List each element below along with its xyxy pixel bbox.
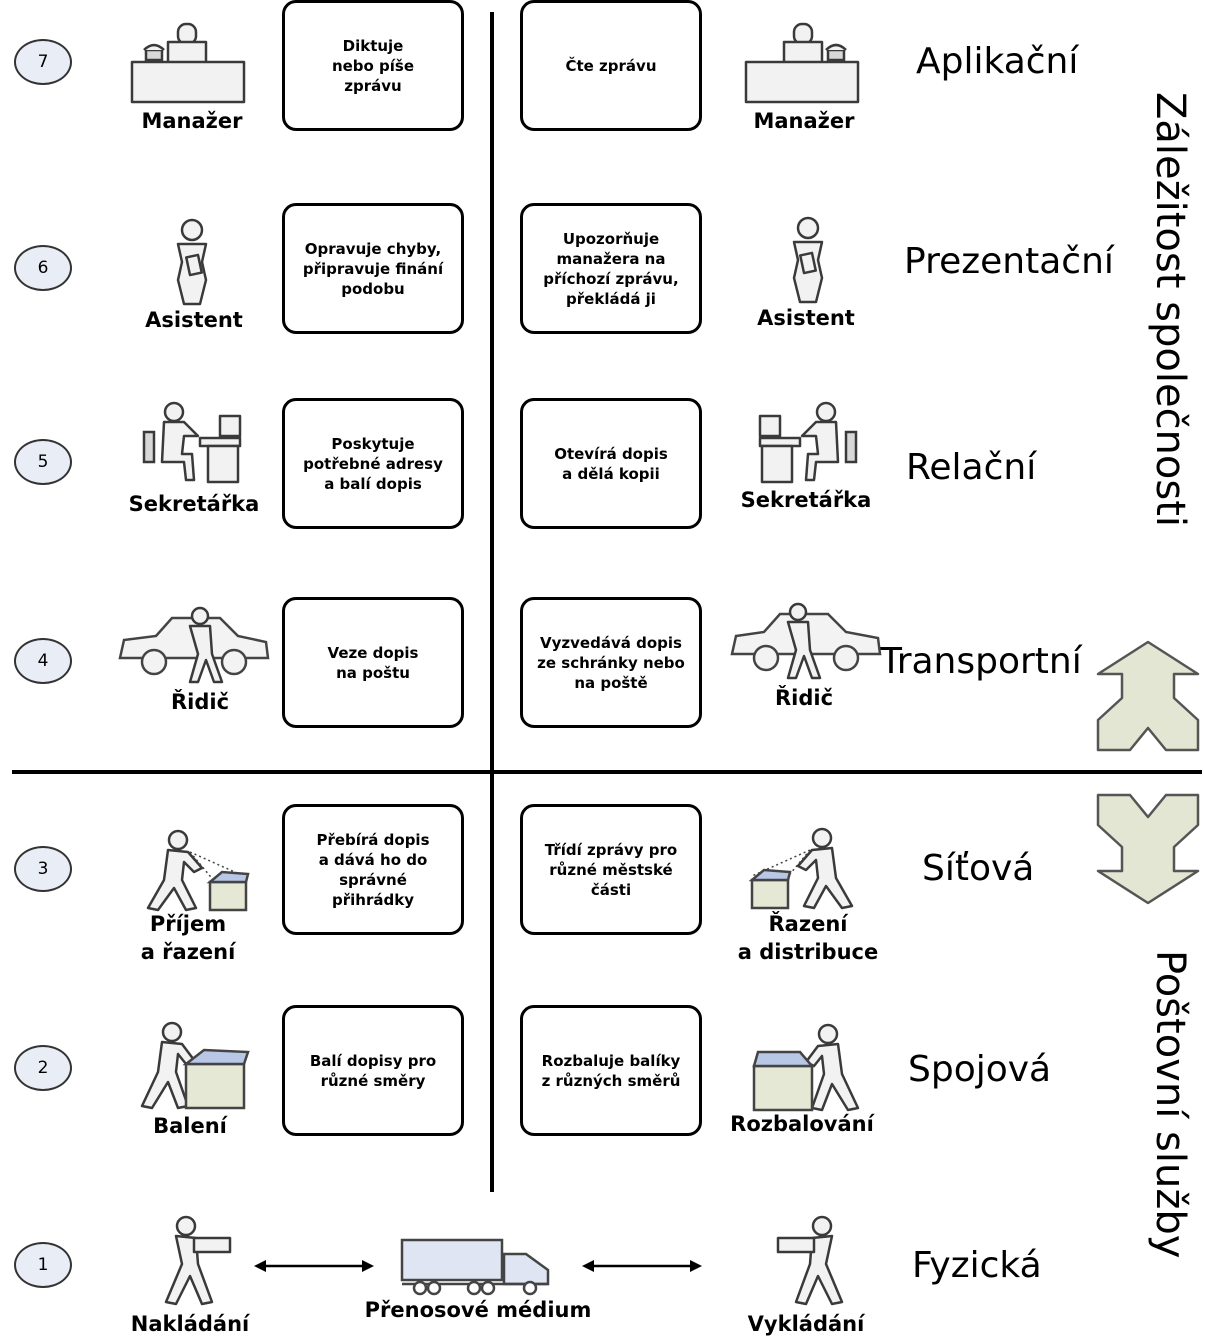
layer-number-3: 3 <box>14 846 72 892</box>
layer-name-3: Síťová <box>922 848 1035 889</box>
layer-name-2: Spojová <box>908 1049 1052 1090</box>
right-box-layer-3: Třídí zprávy pro různé městské části <box>520 804 702 935</box>
layer-number-5: 5 <box>14 439 72 485</box>
right-box-layer-4: Vyzvedává dopis ze schránky nebo na pošt… <box>520 597 702 728</box>
left-role-4: Řidič <box>170 690 230 714</box>
layer-name-7: Aplikační <box>916 41 1079 82</box>
left-double-arrow-icon <box>254 1260 374 1272</box>
left-box-layer-2: Balí dopisy pro různé směry <box>282 1005 464 1136</box>
layer-number-7: 7 <box>14 39 72 85</box>
transmission-medium-label: Přenosové médium <box>364 1298 592 1322</box>
right-role-3: Řazení a distribuce <box>737 912 879 964</box>
down-arrow-icon <box>1096 793 1200 905</box>
layer-name-5: Relační <box>906 447 1037 488</box>
side-label-upper: Záležitost společnosti <box>1147 92 1193 528</box>
right-role-4: Řidič <box>774 686 834 710</box>
left-role-7: Manažer <box>141 109 243 133</box>
truck-icon <box>400 1238 550 1296</box>
left-box-layer-6: Opravuje chyby, připravuje finání podobu <box>282 203 464 334</box>
side-label-lower: Poštovní služby <box>1147 950 1193 1259</box>
assistant-icon <box>176 218 208 306</box>
desk-phone-icon <box>744 22 860 104</box>
loading-worker-icon <box>164 1215 232 1306</box>
secretary-computer-icon <box>142 401 242 484</box>
right-box-layer-7: Čte zprávu <box>520 0 702 131</box>
left-box-layer-3: Přebírá dopis a dává ho do správné přihr… <box>282 804 464 935</box>
left-role-3: Příjem a řazení <box>140 912 236 964</box>
left-role-1: Nakládání <box>130 1312 250 1336</box>
secretary-computer-icon <box>758 401 858 484</box>
left-box-layer-4: Veze dopis na poštu <box>282 597 464 728</box>
loading-worker-icon <box>776 1215 844 1306</box>
layer-name-4: Transportní <box>880 641 1082 682</box>
car-driver-icon <box>118 606 270 684</box>
assistant-icon <box>792 216 824 304</box>
left-role-6: Asistent <box>145 308 243 332</box>
layer-name-6: Prezentační <box>904 241 1114 282</box>
right-box-layer-5: Otevírá dopis a dělá kopii <box>520 398 702 529</box>
packing-worker-icon <box>752 1023 860 1112</box>
left-role-5: Sekretářka <box>128 492 260 516</box>
right-role-2: Rozbalování <box>730 1112 874 1136</box>
car-driver-icon <box>730 602 882 680</box>
right-role-5: Sekretářka <box>740 488 872 512</box>
right-double-arrow-icon <box>582 1260 702 1272</box>
sorting-worker-icon <box>146 829 250 912</box>
right-role-7: Manažer <box>753 109 855 133</box>
layer-number-2: 2 <box>14 1045 72 1091</box>
packing-worker-icon <box>140 1021 250 1110</box>
desk-phone-icon <box>130 22 246 104</box>
layer-number-6: 6 <box>14 245 72 291</box>
right-role-6: Asistent <box>757 306 855 330</box>
left-box-layer-7: Diktuje nebo píše zprávu <box>282 0 464 131</box>
up-arrow-icon <box>1096 640 1200 752</box>
right-role-1: Vykládání <box>747 1312 865 1336</box>
layer-name-1: Fyzická <box>912 1245 1042 1286</box>
horizontal-divider <box>12 770 1202 774</box>
right-box-layer-2: Rozbaluje balíky z různých směrů <box>520 1005 702 1136</box>
layer-number-1: 1 <box>14 1242 72 1288</box>
left-box-layer-5: Poskytuje potřebné adresy a balí dopis <box>282 398 464 529</box>
vertical-divider <box>490 12 494 1192</box>
sorting-worker-icon <box>748 827 854 910</box>
left-role-2: Balení <box>153 1114 227 1138</box>
layer-number-4: 4 <box>14 638 72 684</box>
right-box-layer-6: Upozorňuje manažera na příchozí zprávu, … <box>520 203 702 334</box>
